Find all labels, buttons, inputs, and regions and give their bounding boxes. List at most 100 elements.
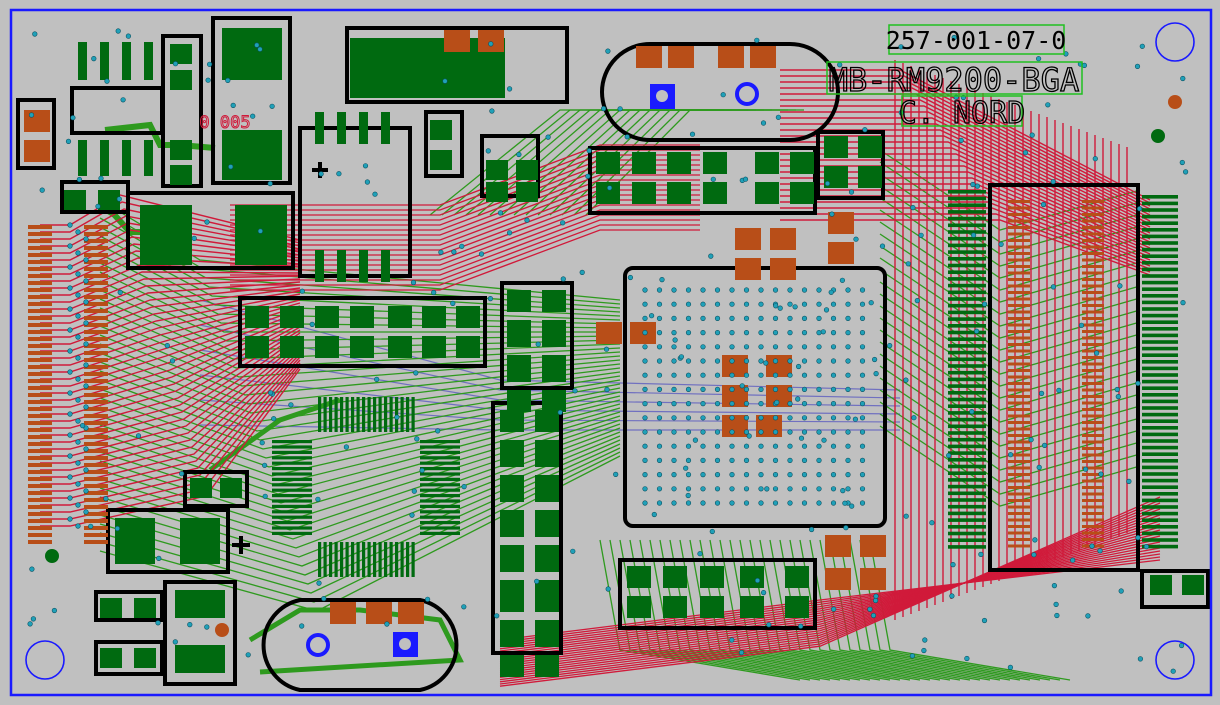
qfp-pin [420,515,460,519]
top-pad [860,535,886,557]
via [1143,543,1149,550]
via [729,344,735,350]
connector-pad [28,260,52,264]
sdram-pad [1142,221,1178,225]
via [743,330,750,336]
via [155,620,161,626]
via [697,551,703,557]
qfp-pin [367,397,371,432]
ic-silk-label: 0 005 [199,113,250,133]
left-bus-trace [40,338,301,457]
via [743,415,750,421]
small-pad [1182,575,1204,595]
sdram-pad [948,411,986,415]
sdram-pad [948,357,986,362]
via [1136,206,1143,212]
via [845,415,851,421]
connector-pad [84,386,108,390]
connector-pad [84,267,108,271]
via [30,616,37,622]
cap-pad [596,182,620,204]
sdram-pad-top [1082,421,1104,424]
sdram-pad [1142,366,1178,371]
via [795,363,802,370]
via [914,298,920,304]
via [1089,543,1095,549]
right-green-trace [879,365,1141,447]
via [859,500,866,506]
connector-pad [84,421,108,425]
cap-pad [245,336,269,358]
top-right-bus-trace [780,81,1151,207]
via [586,148,592,154]
top-right-bus-trace [780,159,1151,246]
via [169,358,176,364]
bottom-bus-trace [499,532,1161,661]
bottom-bus-trace [499,541,1161,654]
via [816,486,822,492]
sdram-pad [1142,406,1178,410]
left-bus-trace [40,236,301,268]
cap-pad [755,182,779,204]
via [873,593,879,599]
sdram-pad [1142,234,1178,239]
author-frame [901,95,1023,127]
via [204,219,210,225]
bottom-bus-trace [499,520,1161,670]
connector-pad [28,225,52,229]
via [787,344,793,350]
sdram-pad-top [1082,239,1104,242]
via [772,372,779,378]
qfp-pin [395,397,399,432]
bottom-layer-trace [99,298,621,360]
left-bus-trace [40,250,301,282]
top-pad [24,140,50,162]
sdram-pad [1142,518,1178,522]
via [729,386,735,393]
sot-pin [122,42,131,80]
sdram-pad-top [1082,473,1104,476]
via [1170,668,1176,674]
via [816,330,822,336]
small-pad [170,70,192,90]
qfp-pin [272,456,312,460]
sdram-pad [948,518,986,522]
via [685,457,692,464]
sdram-pad-top [1008,323,1030,327]
top-pad [636,46,662,68]
via [773,303,779,309]
sot-pin [315,250,324,282]
connector-pad [84,351,108,355]
via [648,313,655,319]
fiducial-top-red [1168,95,1182,109]
sdram-pad [948,397,986,402]
top-right-bus-trace [780,75,1151,204]
cap-pad [703,152,727,174]
cap-pad [500,445,524,467]
via [958,137,964,143]
via [254,42,260,48]
left-bus-trace [40,314,301,401]
qfp-pin [345,542,349,577]
via [205,77,211,83]
via [1180,75,1186,82]
sdram-pad-top [1008,447,1030,450]
cap-pad [858,136,882,158]
via [656,486,663,492]
bottom-bus-trace [499,544,1161,652]
via [557,409,563,416]
via [700,443,706,449]
sdram-pad [1142,208,1178,212]
via [1007,452,1014,458]
via [627,274,634,281]
via [75,250,81,256]
left-bus-trace [40,365,301,520]
via [816,372,822,378]
via [816,415,822,421]
via [560,276,566,282]
sdram-pad [1142,419,1178,423]
author-label: C. NORD [899,96,1025,131]
sdram-pad-top [1008,200,1030,203]
mid-bus-trace [230,204,700,266]
sdram-pad [948,216,986,221]
